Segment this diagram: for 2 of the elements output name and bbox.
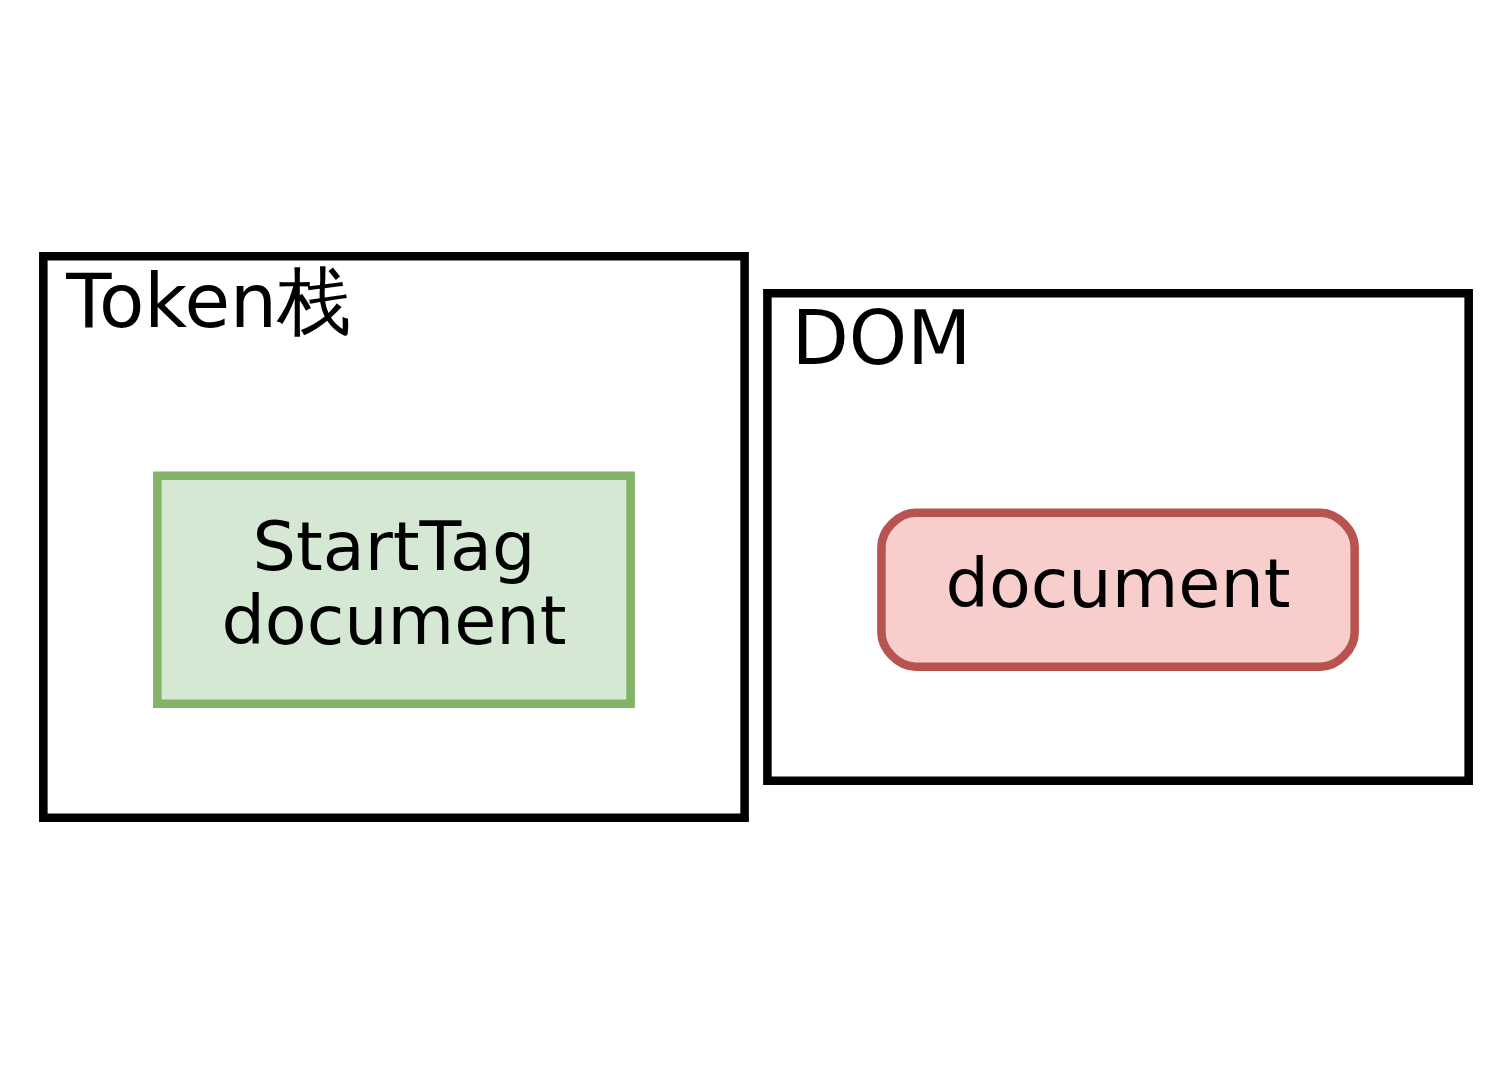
node-box: document xyxy=(877,508,1359,671)
node-box: StartTag document xyxy=(153,471,635,709)
